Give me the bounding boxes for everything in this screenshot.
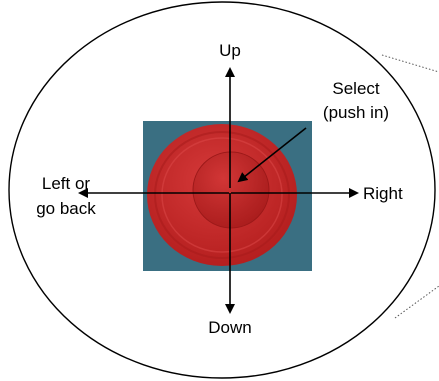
button-center-cap — [193, 152, 269, 228]
zoom-line-top — [382, 55, 439, 72]
joystick-button-photo — [147, 124, 297, 266]
label-down: Down — [208, 318, 251, 337]
label-select-line2: (push in) — [323, 103, 389, 122]
label-left-line1: Left or — [42, 174, 91, 193]
label-left-line2: go back — [36, 199, 96, 218]
label-right: Right — [363, 184, 403, 203]
label-select-line1: Select — [332, 79, 380, 98]
label-up: Up — [219, 41, 241, 60]
